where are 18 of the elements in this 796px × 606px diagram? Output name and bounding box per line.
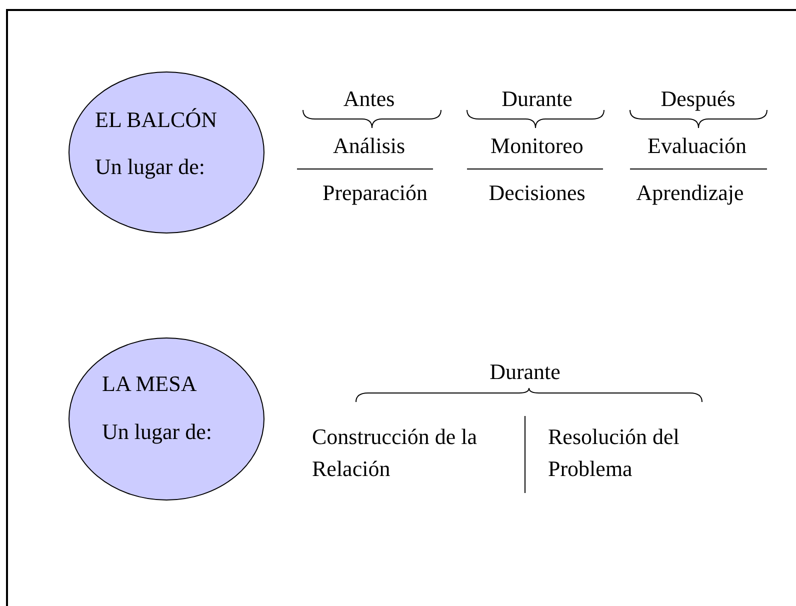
phase-label: Evaluación	[648, 132, 746, 160]
phase-label: Aprendizaje	[636, 179, 744, 207]
phase-label: Después	[660, 85, 736, 113]
node-title: LA MESA	[102, 371, 197, 397]
activity-text: Resolución del Problema	[548, 423, 680, 483]
node-text: Un lugar de:	[95, 154, 205, 180]
phase-label: Análisis	[332, 132, 406, 160]
ellipse-node	[68, 337, 265, 501]
phase-label: Monitoreo	[490, 132, 584, 160]
node-text: Un lugar de:	[102, 419, 212, 445]
ellipse-node	[68, 71, 265, 234]
phase-label: Antes	[343, 85, 395, 113]
phase-label: Decisiones	[488, 179, 586, 207]
node-title: EL BALCÓN	[95, 107, 218, 133]
phase-label: Durante	[490, 358, 560, 386]
phase-label: Preparación	[322, 179, 428, 207]
phase-label: Durante	[502, 85, 572, 113]
activity-text: Construcción de la Relación	[312, 423, 478, 483]
